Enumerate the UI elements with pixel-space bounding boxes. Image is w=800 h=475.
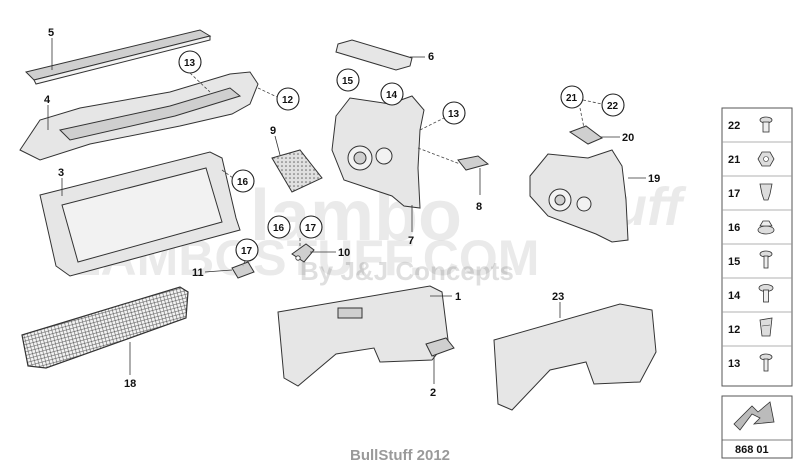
part-10-bracket — [291, 243, 315, 263]
svg-text:14: 14 — [728, 290, 741, 302]
legend-row-21: 21 — [728, 151, 775, 167]
svg-text:22: 22 — [728, 120, 740, 132]
svg-text:868 01: 868 01 — [735, 444, 769, 456]
rivet-icon — [758, 284, 774, 303]
callout-15: 15 — [336, 68, 360, 92]
svg-text:17: 17 — [728, 188, 740, 200]
screw-icon — [759, 116, 773, 133]
legend-row-16: 16 — [728, 220, 775, 235]
part-label-19: 19 — [648, 173, 660, 185]
nut-icon — [757, 151, 775, 167]
legend-row-17: 17 — [728, 183, 773, 201]
part-label-1: 1 — [455, 291, 461, 303]
direction-arrow-icon — [733, 401, 775, 431]
part-label-5: 5 — [48, 27, 54, 39]
callout-14: 14 — [380, 82, 404, 106]
svg-text:13: 13 — [448, 109, 460, 120]
svg-text:12: 12 — [282, 95, 294, 106]
part-9-grille — [271, 149, 323, 193]
part-label-11: 11 — [192, 267, 204, 279]
svg-text:22: 22 — [607, 101, 619, 112]
diagram-number-box: 868 01 — [721, 395, 793, 459]
part-3-frame-panel — [39, 151, 241, 277]
svg-text:13: 13 — [728, 358, 740, 370]
svg-text:16: 16 — [237, 177, 249, 188]
part-1-lower-panel — [277, 285, 449, 387]
part-label-7: 7 — [408, 235, 414, 247]
footer-credit: BullStuff 2012 — [349, 447, 451, 464]
part-label-4: 4 — [44, 94, 51, 106]
svg-text:16: 16 — [728, 222, 740, 234]
part-19-side-panel — [529, 149, 629, 243]
part-23-lower-panel — [493, 303, 657, 411]
svg-text:By J&J Concepts: By J&J Concepts — [300, 256, 514, 286]
part-label-18: 18 — [124, 378, 136, 390]
part-2-vent — [425, 337, 455, 357]
part-18-mesh-net — [21, 286, 189, 369]
part-label-9: 9 — [270, 125, 276, 137]
svg-text:15: 15 — [342, 76, 354, 87]
svg-text:12: 12 — [728, 324, 740, 336]
flange-nut-icon — [757, 220, 775, 235]
part-7-side-panel — [331, 95, 425, 209]
part-4-upper-trim — [19, 71, 259, 161]
callout-21: 21 — [560, 85, 584, 109]
screw-icon — [759, 353, 773, 372]
part-20-plate — [568, 125, 603, 145]
svg-text:13: 13 — [184, 58, 196, 69]
legend-row-12: 12 — [728, 317, 773, 337]
screw-icon — [759, 250, 773, 269]
legend-row-14: 14 — [728, 284, 774, 303]
part-11-clip — [231, 261, 255, 279]
clip-icon — [759, 183, 773, 201]
callout-13-b: 13 — [442, 101, 466, 125]
svg-text:14: 14 — [386, 90, 398, 101]
svg-text:17: 17 — [305, 223, 317, 234]
legend-row-15: 15 — [728, 250, 773, 269]
part-5-rail — [25, 29, 212, 85]
callout-16-a: 16 — [231, 169, 255, 193]
callout-13-a: 13 — [178, 50, 202, 74]
part-8-connector — [457, 155, 490, 171]
callout-16-b: 16 — [267, 215, 291, 239]
spring-clip-icon — [759, 317, 773, 337]
svg-text:21: 21 — [728, 154, 740, 166]
hardware-legend: 22 21 17 16 15 — [721, 107, 793, 387]
svg-text:17: 17 — [241, 246, 253, 257]
part-6-bracket — [335, 39, 413, 71]
callout-17-b: 17 — [235, 238, 259, 262]
callout-17-a: 17 — [299, 215, 323, 239]
legend-row-22: 22 — [728, 116, 773, 133]
part-label-20: 20 — [622, 132, 634, 144]
svg-text:15: 15 — [728, 256, 740, 268]
part-label-23: 23 — [552, 291, 564, 303]
part-label-2: 2 — [430, 387, 436, 399]
part-label-3: 3 — [58, 167, 64, 179]
svg-text:lambo: lambo — [250, 176, 462, 256]
legend-row-13: 13 — [728, 353, 773, 372]
part-label-6: 6 — [428, 51, 434, 63]
svg-text:21: 21 — [566, 93, 578, 104]
svg-text:16: 16 — [273, 223, 285, 234]
callout-22: 22 — [601, 93, 625, 117]
part-label-8: 8 — [476, 201, 482, 213]
callout-12: 12 — [276, 87, 300, 111]
part-label-10: 10 — [338, 247, 350, 259]
